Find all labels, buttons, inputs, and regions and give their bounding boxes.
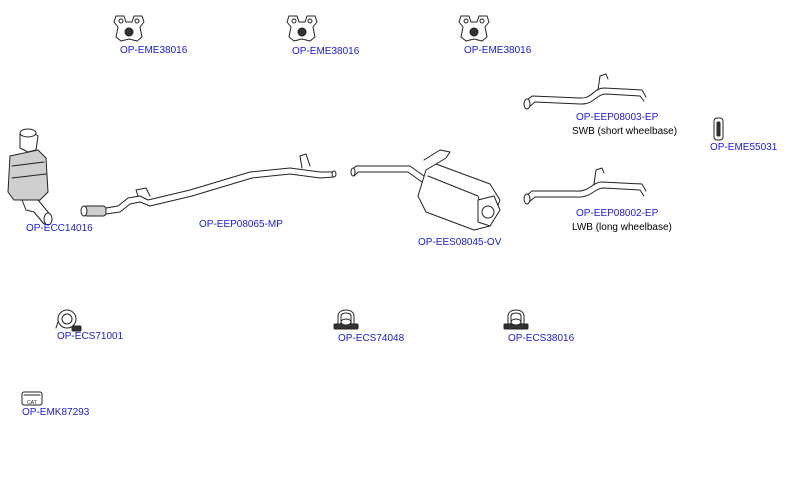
part-code-tailpipe-swb[interactable]: OP-EEP08003-EP	[576, 112, 659, 123]
rear-silencer-icon[interactable]	[350, 149, 501, 231]
part-code-hanger-1[interactable]: OP-EME38016	[120, 45, 188, 56]
part-note-tailpipe-lwb: LWB (long wheelbase)	[572, 222, 672, 233]
part-code-fitting-kit[interactable]: OP-EMK87293	[22, 407, 90, 418]
fitting-kit-cat-label: CAT	[27, 400, 37, 406]
clamp-icon[interactable]	[55, 309, 82, 332]
part-code-rear-silencer[interactable]: OP-EES08045-OV	[418, 237, 502, 248]
part-code-hanger-3[interactable]: OP-EME38016	[464, 45, 532, 56]
front-pipe-icon[interactable]	[80, 153, 337, 217]
part-code-rubber-strap[interactable]: OP-EME55031	[710, 142, 778, 153]
rubber-strap-icon[interactable]	[713, 117, 724, 141]
fitting-kit-icon[interactable]: CAT	[21, 391, 43, 406]
rubber-hanger-icon[interactable]	[458, 15, 490, 42]
tailpipe-icon[interactable]	[523, 167, 647, 205]
u-bolt-clamp-icon[interactable]	[503, 309, 529, 330]
part-code-clamp-3[interactable]: OP-ECS38016	[508, 333, 575, 344]
part-note-tailpipe-swb: SWB (short wheelbase)	[572, 126, 678, 137]
rubber-hanger-icon[interactable]	[113, 15, 145, 42]
part-code-clamp-1[interactable]: OP-ECS71001	[57, 331, 124, 342]
part-code-clamp-2[interactable]: OP-ECS74048	[338, 333, 405, 344]
rubber-hanger-icon[interactable]	[286, 15, 318, 42]
part-code-front-pipe[interactable]: OP-EEP08065-MP	[199, 219, 283, 230]
part-code-catalyst[interactable]: OP-ECC14016	[26, 223, 93, 234]
catalytic-converter-icon[interactable]	[7, 128, 53, 226]
part-code-tailpipe-lwb[interactable]: OP-EEP08002-EP	[576, 208, 659, 219]
part-code-hanger-2[interactable]: OP-EME38016	[292, 46, 360, 57]
u-bolt-clamp-icon[interactable]	[333, 309, 359, 330]
tailpipe-icon[interactable]	[523, 73, 647, 110]
